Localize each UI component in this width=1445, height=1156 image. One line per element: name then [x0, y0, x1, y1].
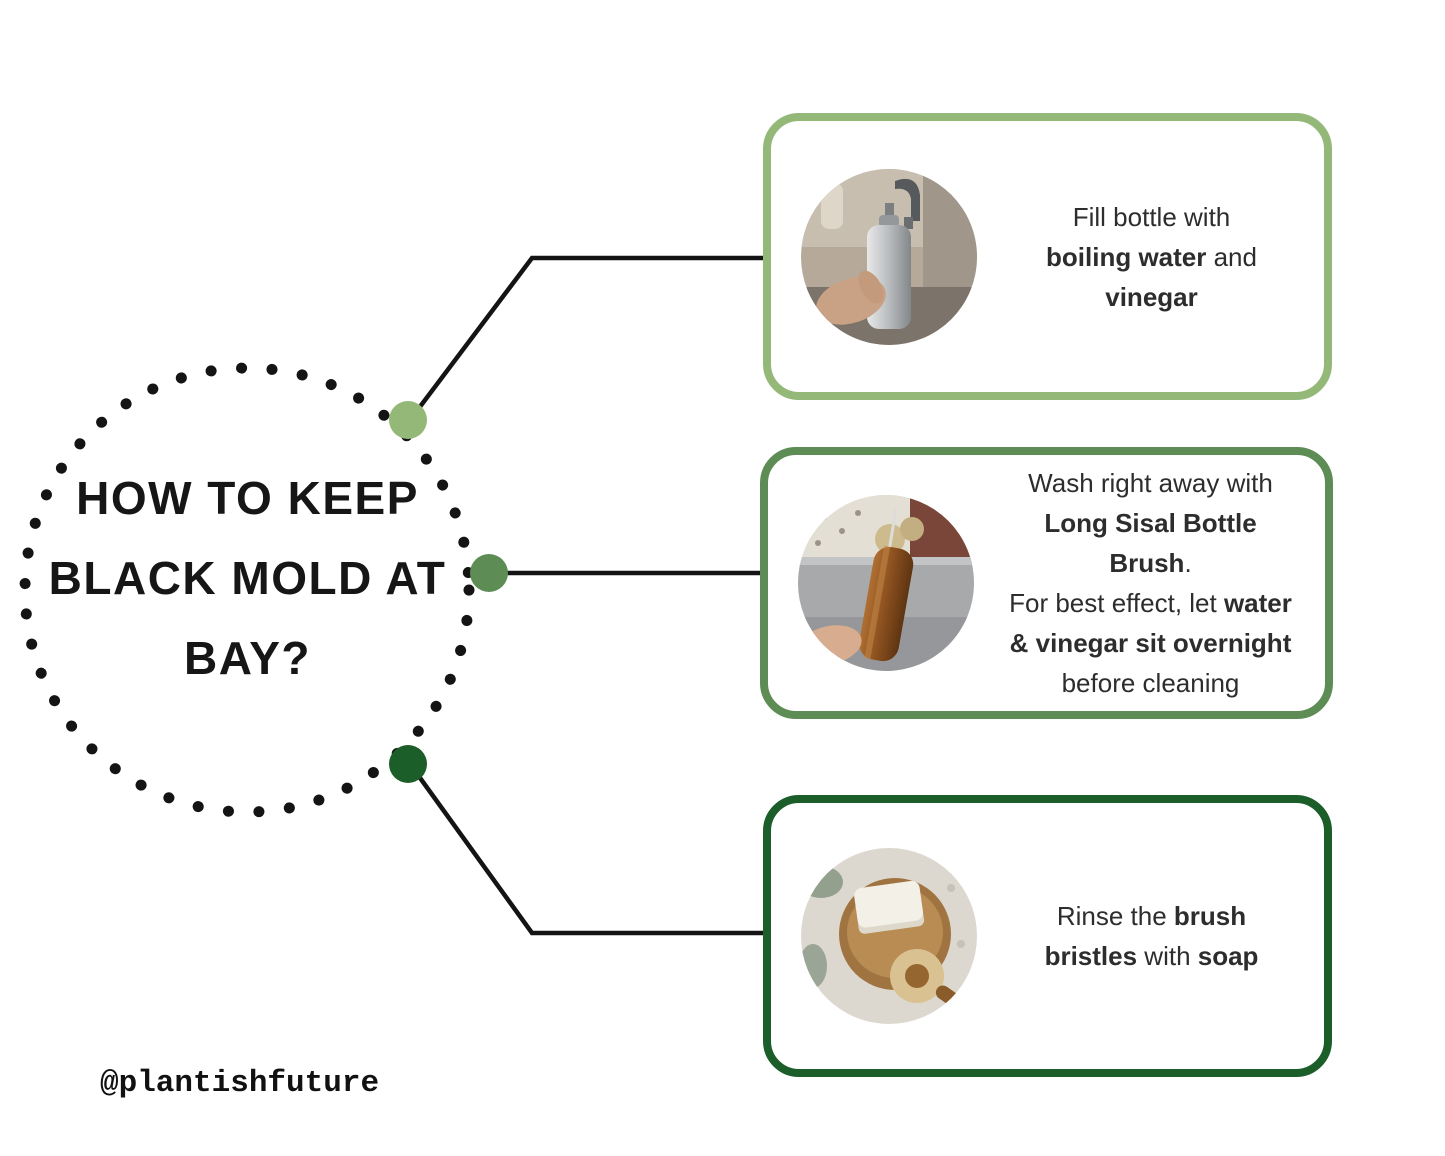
steel-bottle-under-faucet-photo	[801, 168, 977, 345]
watermark-handle: @plantishfuture	[100, 1066, 380, 1101]
connector-line-3	[408, 762, 768, 936]
connector-dot-3	[389, 745, 427, 783]
connector-dot-2	[470, 554, 508, 592]
main-title: HOW TO KEEP BLACK MOLD AT BAY?	[40, 458, 455, 698]
title-line-2: BLACK MOLD AT	[48, 552, 447, 604]
connector-line-1	[408, 255, 768, 422]
soap-bar-and-dish-brush-photo	[801, 848, 977, 1024]
connector-dot-1	[389, 401, 427, 439]
wooden-bottle-brush-in-sink-photo	[798, 495, 974, 671]
title-line-1: HOW TO KEEP	[76, 472, 419, 524]
title-line-3: BAY?	[184, 632, 311, 684]
